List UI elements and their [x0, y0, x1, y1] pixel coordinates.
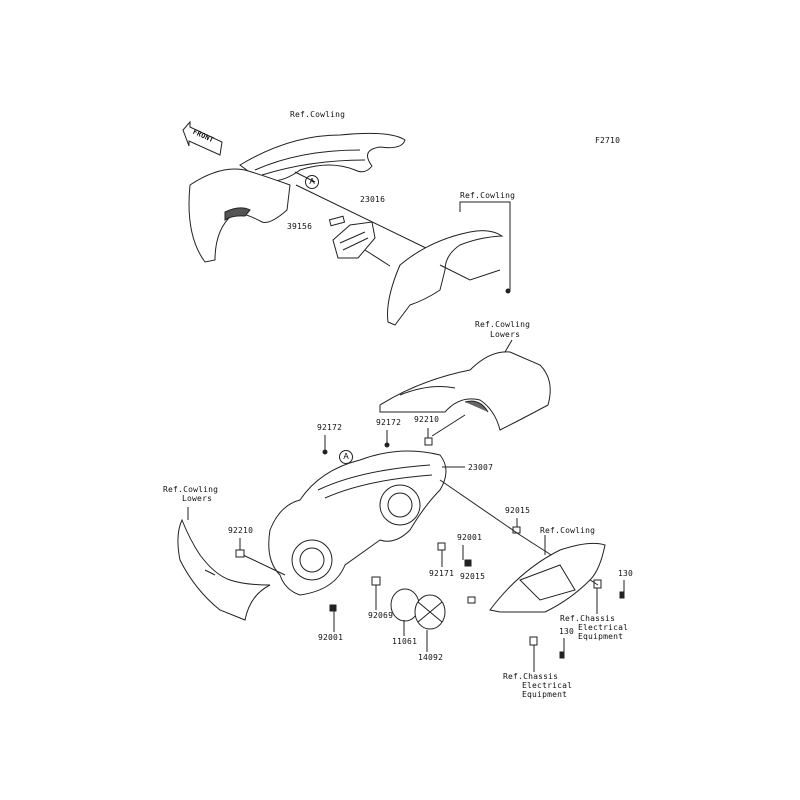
part-14092[interactable]: 14092: [418, 653, 444, 662]
bulb-cap-14092: [414, 594, 446, 630]
part-39156[interactable]: 39156: [287, 222, 313, 231]
part-11061[interactable]: 11061: [392, 637, 418, 646]
label-ref-chassis-a: Ref.Chassis: [560, 614, 616, 623]
front-arrow-icon: [182, 120, 223, 156]
part-92015-a[interactable]: 92015: [505, 506, 531, 515]
part-92171[interactable]: 92171: [429, 569, 455, 578]
upper-inner-cowling: [188, 132, 406, 263]
leader-line: [295, 184, 431, 251]
label-ref-chassis-b: Ref.Chassis: [503, 672, 559, 681]
label-ref-cowling-lowers-left: Ref.Cowling: [163, 485, 219, 494]
part-130-a[interactable]: 130: [618, 569, 634, 578]
part-92001-a[interactable]: 92001: [457, 533, 483, 542]
lower-side-cowling-right: [379, 339, 551, 431]
lower-side-cowling-left: [177, 507, 271, 621]
label-ref-cowling-mid: Ref.Cowling: [460, 191, 516, 200]
part-92210-b[interactable]: 92210: [228, 526, 254, 535]
label-ref-cowling-lowers-right: Ref.Cowling: [475, 320, 531, 329]
part-23007[interactable]: 23007: [468, 463, 494, 472]
part-92172-b[interactable]: 92172: [376, 418, 402, 427]
bracket-23016: [328, 215, 391, 267]
label-ref-cowling-lowers-left-2: Lowers: [182, 494, 213, 503]
headlight-bracket-cowling: [489, 535, 606, 613]
figure-code: F2710: [595, 136, 621, 145]
label-ref-cowling-lowers-right-2: Lowers: [490, 330, 521, 339]
label-ref-chassis-b-2: Electrical: [522, 681, 573, 690]
reference-marker-a-bottom: A: [339, 450, 353, 464]
part-92015-b[interactable]: 92015: [460, 572, 486, 581]
label-ref-chassis-a-3: Equipment: [578, 632, 624, 641]
label-ref-cowling-top: Ref.Cowling: [290, 110, 346, 119]
part-130-b[interactable]: 130: [559, 627, 575, 636]
reference-marker-a-top: A: [305, 175, 319, 189]
label-ref-cowling-bottom: Ref.Cowling: [540, 526, 596, 535]
part-92172-a[interactable]: 92172: [317, 423, 343, 432]
label-ref-chassis-b-3: Equipment: [522, 690, 568, 699]
part-92210-a[interactable]: 92210: [414, 415, 440, 424]
part-92069[interactable]: 92069: [368, 611, 394, 620]
part-23016[interactable]: 23016: [360, 195, 386, 204]
center-duct-cowling: [387, 201, 511, 326]
o-ring-11061: [390, 588, 420, 622]
part-92001-b[interactable]: 92001: [318, 633, 344, 642]
headlight-assembly-23007: [268, 450, 465, 596]
label-ref-chassis-a-2: Electrical: [578, 623, 629, 632]
